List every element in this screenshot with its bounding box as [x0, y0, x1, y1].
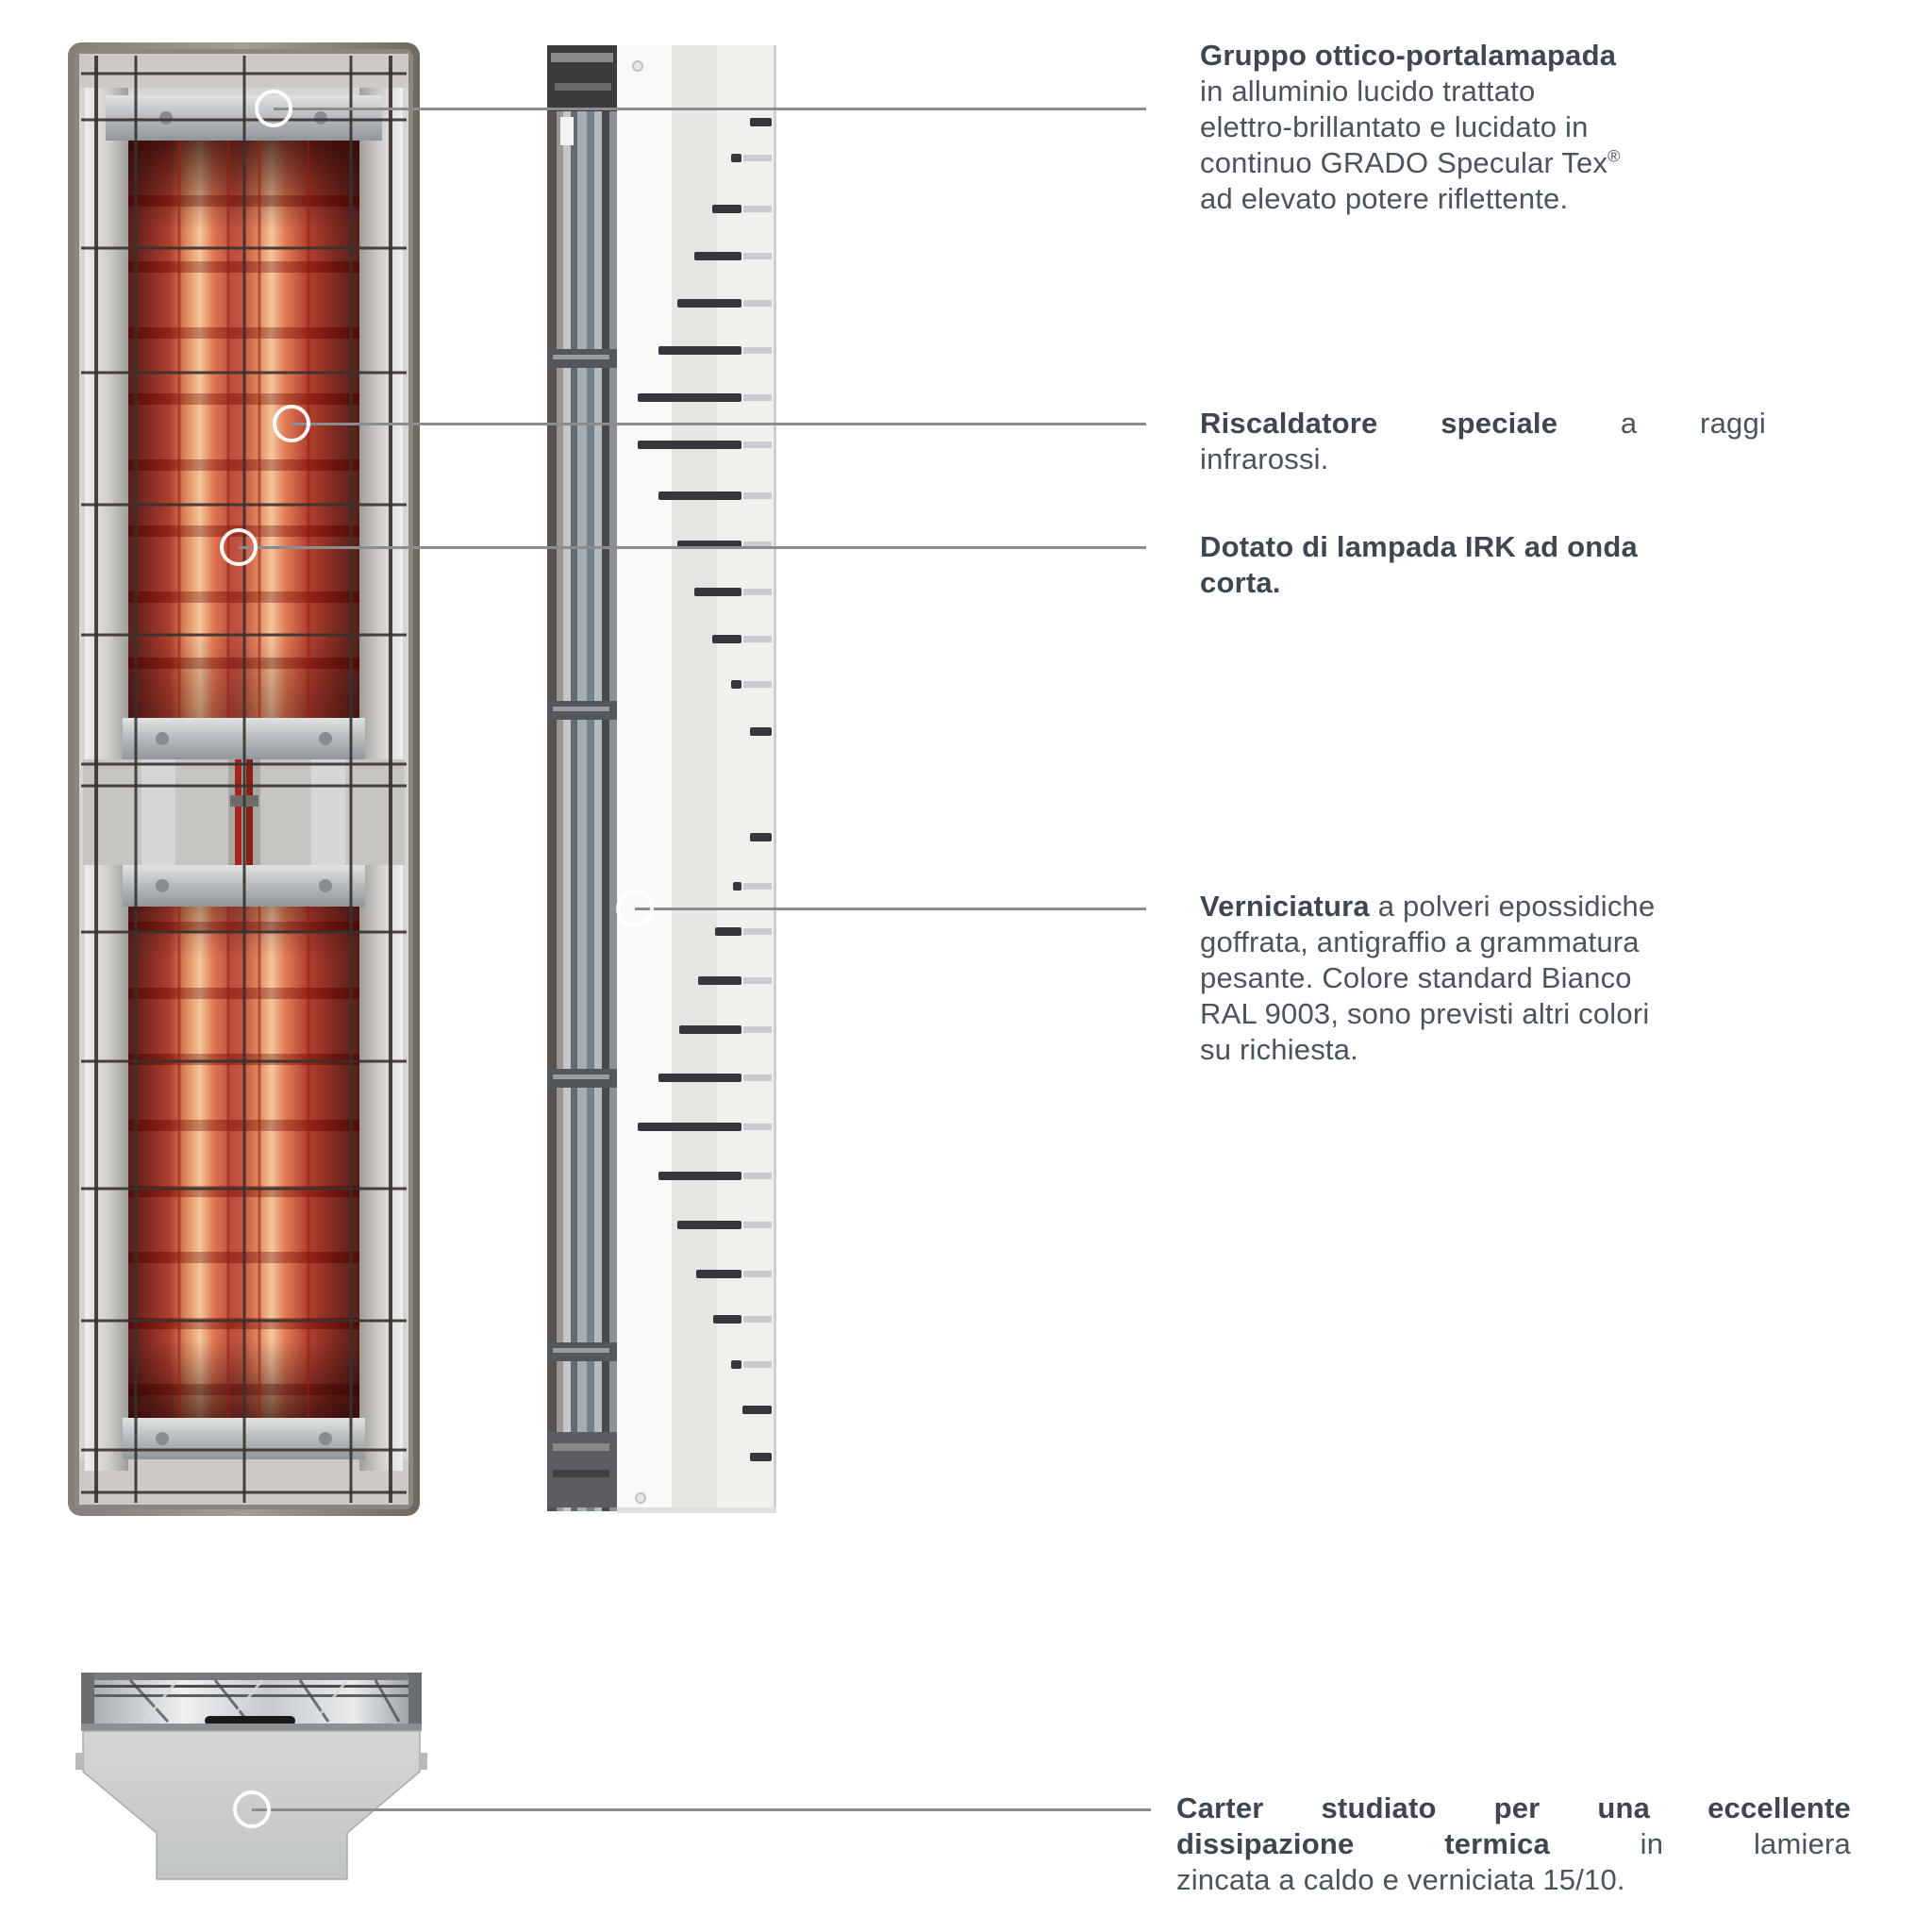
- callout-circle-gruppo-ottico: [255, 90, 292, 127]
- annotation-line: zincata a caldo e verniciata 15/10.: [1176, 1863, 1625, 1896]
- annotation-line: Carter studiato per una eccellente: [1176, 1791, 1851, 1824]
- cage-clamp-details: [547, 349, 617, 1361]
- bottom-view-illustration: [75, 1673, 427, 1880]
- annotation-line: ad elevato potere riflettente.: [1200, 182, 1569, 215]
- annotation-line: pesante. Colore standard Bianco: [1200, 961, 1632, 994]
- ventilation-slots: [638, 118, 772, 1461]
- annotation-line: su richiesta.: [1200, 1033, 1358, 1066]
- annotation-line: goffrata, antigraffio a grammatura: [1200, 925, 1640, 958]
- annotation-line: dissipazione termica in lamiera: [1176, 1827, 1851, 1860]
- annotation-line: continuo GRADO Specular Tex®: [1200, 146, 1621, 179]
- callout-circle-verniciatura: [616, 890, 654, 927]
- annotation-line: in alluminio lucido trattato: [1200, 75, 1536, 108]
- side-view-illustration: [547, 45, 776, 1513]
- annotation-line: Verniciatura a polveri epossidiche: [1200, 890, 1656, 923]
- callout-line-verniciatura: [635, 908, 1146, 910]
- annotation-line: Dotato di lampada IRK ad onda: [1200, 530, 1638, 563]
- wire-guard-grid: [81, 56, 407, 1503]
- callout-circle-carter: [233, 1790, 271, 1828]
- callout-circle-riscaldatore: [273, 405, 310, 442]
- annotation-line: RAL 9003, sono previsti altri colori: [1200, 997, 1650, 1030]
- annotation-line: corta.: [1200, 566, 1281, 599]
- front-view-illustration: [68, 42, 420, 1516]
- annotation-line: elettro-brillantato e lucidato in: [1200, 110, 1589, 143]
- callout-line-lampada-irk: [239, 546, 1146, 549]
- annotation-line: Riscaldatore speciale a raggi: [1200, 407, 1766, 440]
- callout-line-riscaldatore: [291, 423, 1146, 425]
- annotation-line: infrarossi.: [1200, 442, 1329, 475]
- callout-circle-lampada-irk: [220, 528, 258, 566]
- annotation-line: Gruppo ottico-portalamapada: [1200, 39, 1617, 72]
- callout-line-carter: [252, 1808, 1151, 1811]
- callout-line-gruppo-ottico: [274, 108, 1146, 110]
